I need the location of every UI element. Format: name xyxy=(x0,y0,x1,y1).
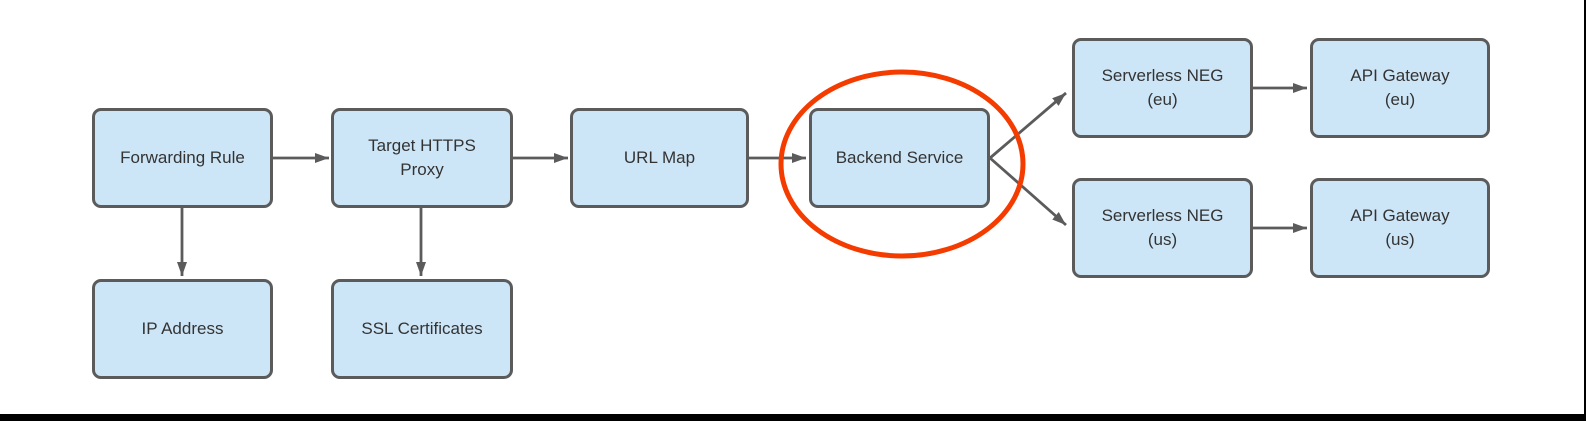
node-serverless-neg-eu-label-line1: Serverless NEG xyxy=(1101,65,1224,85)
node-api-gateway-us: API Gateway (us) xyxy=(1310,178,1490,278)
arrow-backend-service-to-serverless-neg-eu xyxy=(989,91,1067,160)
frame-bottom-border xyxy=(0,414,1586,421)
node-serverless-neg-eu-label-line2: (eu) xyxy=(1147,90,1178,109)
node-forwarding-rule: Forwarding Rule xyxy=(92,108,273,208)
node-api-gateway-eu: API Gateway (eu) xyxy=(1310,38,1490,138)
frame-right-border xyxy=(1584,0,1586,421)
node-serverless-neg-us-label-line1: Serverless NEG xyxy=(1101,205,1224,225)
node-ip-address-label: IP Address xyxy=(141,318,224,338)
node-target-https-proxy-label-line1: Target HTTPS xyxy=(368,135,476,155)
node-ip-address: IP Address xyxy=(92,279,273,379)
node-target-https-proxy: Target HTTPS Proxy xyxy=(331,108,513,208)
node-forwarding-rule-label: Forwarding Rule xyxy=(120,147,245,167)
node-ssl-certificates: SSL Certificates xyxy=(331,279,513,379)
node-api-gateway-eu-label-line1: API Gateway xyxy=(1350,65,1450,85)
node-backend-service-label: Backend Service xyxy=(835,147,964,167)
node-api-gateway-us-label-line2: (us) xyxy=(1385,230,1415,249)
node-ssl-certificates-label: SSL Certificates xyxy=(361,318,483,338)
arrow-backend-service-to-serverless-neg-us xyxy=(989,156,1067,227)
node-backend-service: Backend Service xyxy=(809,108,990,208)
node-url-map-label: URL Map xyxy=(623,147,696,167)
node-serverless-neg-us: Serverless NEG (us) xyxy=(1072,178,1253,278)
node-api-gateway-us-label-line1: API Gateway xyxy=(1350,205,1450,225)
node-url-map: URL Map xyxy=(570,108,749,208)
highlight-ellipse xyxy=(778,69,1026,259)
node-api-gateway-eu-label-line2: (eu) xyxy=(1384,90,1416,109)
node-serverless-neg-eu: Serverless NEG (eu) xyxy=(1072,38,1253,138)
node-target-https-proxy-label-line2: Proxy xyxy=(400,160,444,179)
node-serverless-neg-us-label-line2: (us) xyxy=(1147,230,1178,249)
